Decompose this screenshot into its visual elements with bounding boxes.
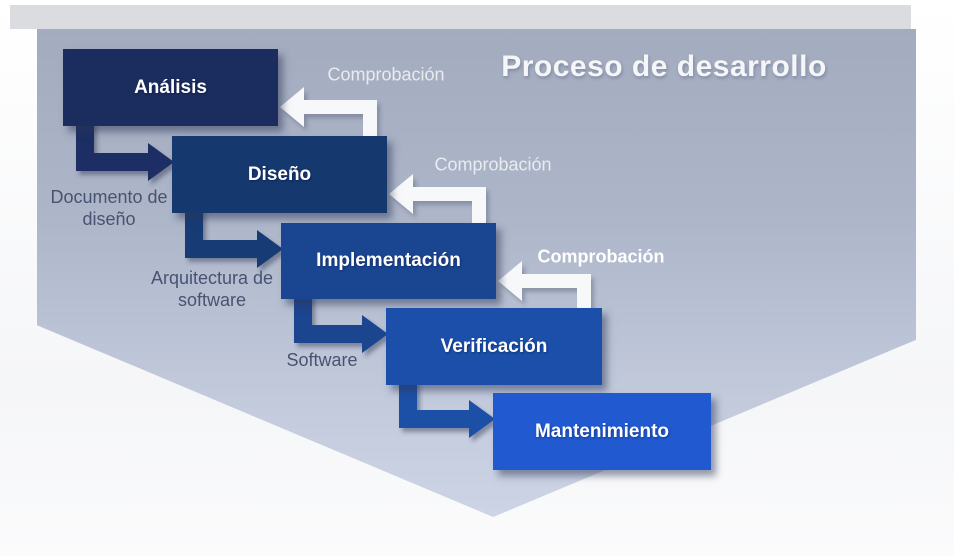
feedback-label-comprobacion-1: Comprobación — [327, 64, 445, 85]
stage-box-implementacion: Implementación — [281, 223, 496, 299]
top-gray-band — [10, 5, 911, 29]
stage-box-verificacion: Verificación — [386, 308, 602, 385]
feedback-label-comprobacion-2: Comprobación — [434, 154, 552, 175]
deliverable-label-arquitectura-de-software: Arquitectura de software — [150, 268, 274, 310]
feedback-label-comprobacion-3: Comprobación — [537, 246, 665, 267]
stage-label-implementacion: Implementación — [316, 250, 461, 271]
stage-box-mantenimiento: Mantenimiento — [493, 393, 711, 470]
page-title: Proceso de desarrollo — [501, 50, 827, 83]
stage-box-diseno: Diseño — [172, 136, 387, 213]
stage-label-diseno: Diseño — [247, 163, 312, 185]
stage-label-verificacion: Verificación — [440, 335, 548, 357]
stage-label-mantenimiento: Mantenimiento — [534, 420, 670, 442]
deliverable-label-documento-de-diseno: Documento de diseño — [50, 187, 168, 229]
stage-label-analisis: Análisis — [134, 76, 207, 98]
stage-box-analisis: Análisis — [63, 49, 278, 126]
deliverable-label-software: Software — [286, 350, 358, 371]
